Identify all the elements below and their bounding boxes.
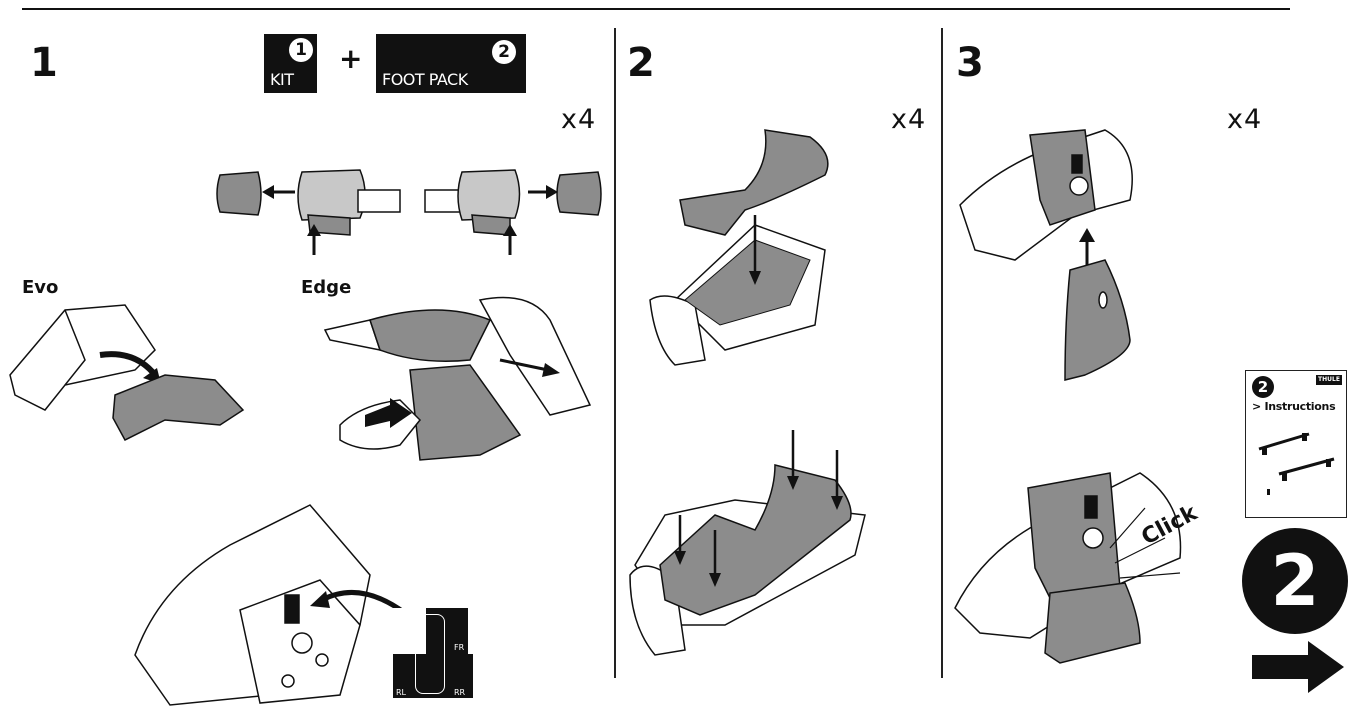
booklet-title: > Instructions bbox=[1252, 400, 1336, 413]
booklet-number: 2 bbox=[1252, 376, 1274, 398]
foot-pack-box: 2 FOOT PACK bbox=[376, 34, 526, 93]
arrow-down-icon bbox=[749, 215, 761, 285]
kit-box-label: KIT bbox=[270, 70, 294, 89]
column-divider-2 bbox=[941, 28, 943, 678]
arrow-down-icon bbox=[831, 450, 843, 510]
next-step-number: 2 bbox=[1242, 528, 1348, 634]
position-label-rl: RL bbox=[396, 688, 407, 697]
arrow-up-icon bbox=[307, 224, 321, 255]
arrow-right-icon bbox=[1252, 641, 1344, 693]
arrow-up-icon bbox=[503, 224, 517, 255]
arrow-right-icon bbox=[365, 398, 412, 428]
edge-label: Edge bbox=[301, 277, 352, 298]
edge-foot-illustration bbox=[323, 296, 592, 461]
right-foot-pad bbox=[556, 171, 602, 216]
multiplier-step-2: x4 bbox=[891, 104, 927, 135]
position-label-rr: RR bbox=[454, 688, 466, 697]
arrow-right-icon bbox=[499, 358, 560, 377]
instructions-booklet: 2 THULE > Instructions bbox=[1245, 370, 1347, 518]
arrow-down-icon bbox=[709, 530, 721, 587]
top-rule bbox=[22, 8, 1290, 10]
multiplier-step-3: x4 bbox=[1227, 104, 1263, 135]
step-number-1: 1 bbox=[30, 40, 58, 86]
arrow-left-icon bbox=[262, 185, 295, 199]
arrow-down-icon bbox=[674, 515, 686, 565]
car-topview-icon: FR RL RR bbox=[393, 608, 473, 698]
left-foot-pad bbox=[216, 171, 262, 216]
position-label-fr: FR bbox=[454, 643, 465, 652]
evo-label: Evo bbox=[22, 277, 59, 298]
arrow-right-icon bbox=[528, 185, 558, 199]
step-number-3: 3 bbox=[956, 40, 984, 86]
bracket-click-illustration bbox=[954, 472, 1182, 664]
arrow-up-icon bbox=[1079, 228, 1095, 265]
plus-sign: + bbox=[339, 42, 363, 75]
foot-disassembly-illustration bbox=[216, 169, 602, 255]
roof-rack-icon bbox=[1258, 432, 1335, 495]
foot-position-illustration bbox=[134, 504, 407, 706]
foot-pack-box-label: FOOT PACK bbox=[382, 70, 468, 89]
kit-box: 1 KIT bbox=[264, 34, 317, 93]
pad-press-illustration bbox=[629, 430, 866, 656]
multiplier-step-1: x4 bbox=[561, 104, 597, 135]
step-number-2: 2 bbox=[627, 40, 655, 86]
kit-box-number: 1 bbox=[289, 38, 313, 62]
curved-arrow-icon bbox=[310, 589, 407, 616]
arrow-down-icon bbox=[787, 430, 799, 490]
brand-logo: THULE bbox=[1316, 375, 1342, 385]
foot-pack-box-number: 2 bbox=[492, 40, 516, 64]
column-divider-1 bbox=[614, 28, 616, 678]
pad-placement-illustration bbox=[649, 129, 829, 366]
evo-foot-illustration bbox=[9, 304, 245, 441]
bracket-insert-illustration bbox=[959, 129, 1133, 381]
